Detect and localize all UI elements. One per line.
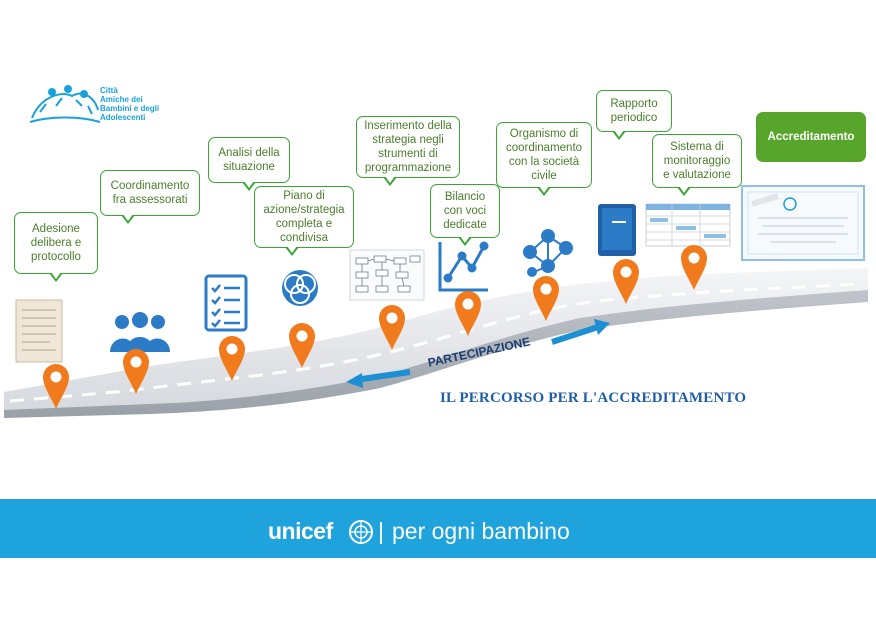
step-monitoraggio-callout: Sistema di monitoraggio e valutazione (652, 134, 742, 196)
certificate-icon (741, 185, 865, 261)
delibera-document-icon (15, 299, 63, 363)
location-pin-hole (130, 356, 142, 368)
location-pin-icon (455, 291, 481, 336)
people-group-icon (110, 312, 170, 352)
location-pin-hole (226, 343, 238, 355)
step-inserimento-callout: Inserimento della strategia negli strume… (356, 116, 460, 186)
footer-band (0, 499, 876, 558)
line-chart-icon (438, 241, 489, 292)
unicef-emblem-icon (349, 520, 373, 544)
step-organismo-callout: Organismo di coordinamento con la societ… (496, 122, 592, 196)
location-pin-hole (386, 312, 398, 324)
step-accreditamento-box: Accreditamento (756, 112, 866, 162)
location-pin-icon (43, 364, 69, 409)
location-pin-icon (123, 349, 149, 394)
unicef-brand: unicef (268, 518, 333, 544)
location-pin-icon (379, 305, 405, 350)
step-rapporto-callout: Rapporto periodico (596, 90, 672, 140)
flowchart-icon (349, 249, 425, 301)
step-piano-callout: Piano di azione/strategia completa e con… (254, 186, 354, 256)
footer-tagline: per ogni bambino (392, 518, 570, 544)
location-pin-icon (681, 245, 707, 290)
step-coordinamento-callout: Coordinamento fra assessorati (100, 170, 200, 224)
location-pin-icon (289, 323, 315, 368)
location-pin-hole (540, 283, 552, 295)
location-pin-hole (688, 252, 700, 264)
location-pin-icon (219, 336, 245, 381)
location-pins (43, 245, 707, 409)
location-pin-hole (296, 330, 308, 342)
venn-diagram-icon (282, 270, 318, 306)
location-pin-icon (613, 259, 639, 304)
location-pin-icon (533, 276, 559, 321)
step-bilancio-callout: Bilancio con voci dedicate (430, 184, 500, 246)
checklist-icon (204, 274, 248, 332)
logo-icon (29, 85, 101, 123)
monitoring-table-icon (645, 203, 731, 247)
report-book-icon (598, 204, 636, 256)
step-analisi-callout: Analisi della situazione (208, 137, 290, 191)
network-icon (523, 229, 573, 277)
footer-divider: | (378, 518, 384, 544)
road-arrows (346, 319, 610, 388)
location-pin-hole (462, 298, 474, 310)
location-pin-hole (620, 266, 632, 278)
location-pin-hole (50, 371, 62, 383)
logo-text: Città Amiche dei Bambini e degli Adolesc… (100, 86, 160, 122)
step-adesione-callout: Adesione delibera e protocollo (14, 212, 98, 282)
diagram-title: IL PERCORSO PER L'ACCREDITAMENTO (440, 390, 747, 406)
